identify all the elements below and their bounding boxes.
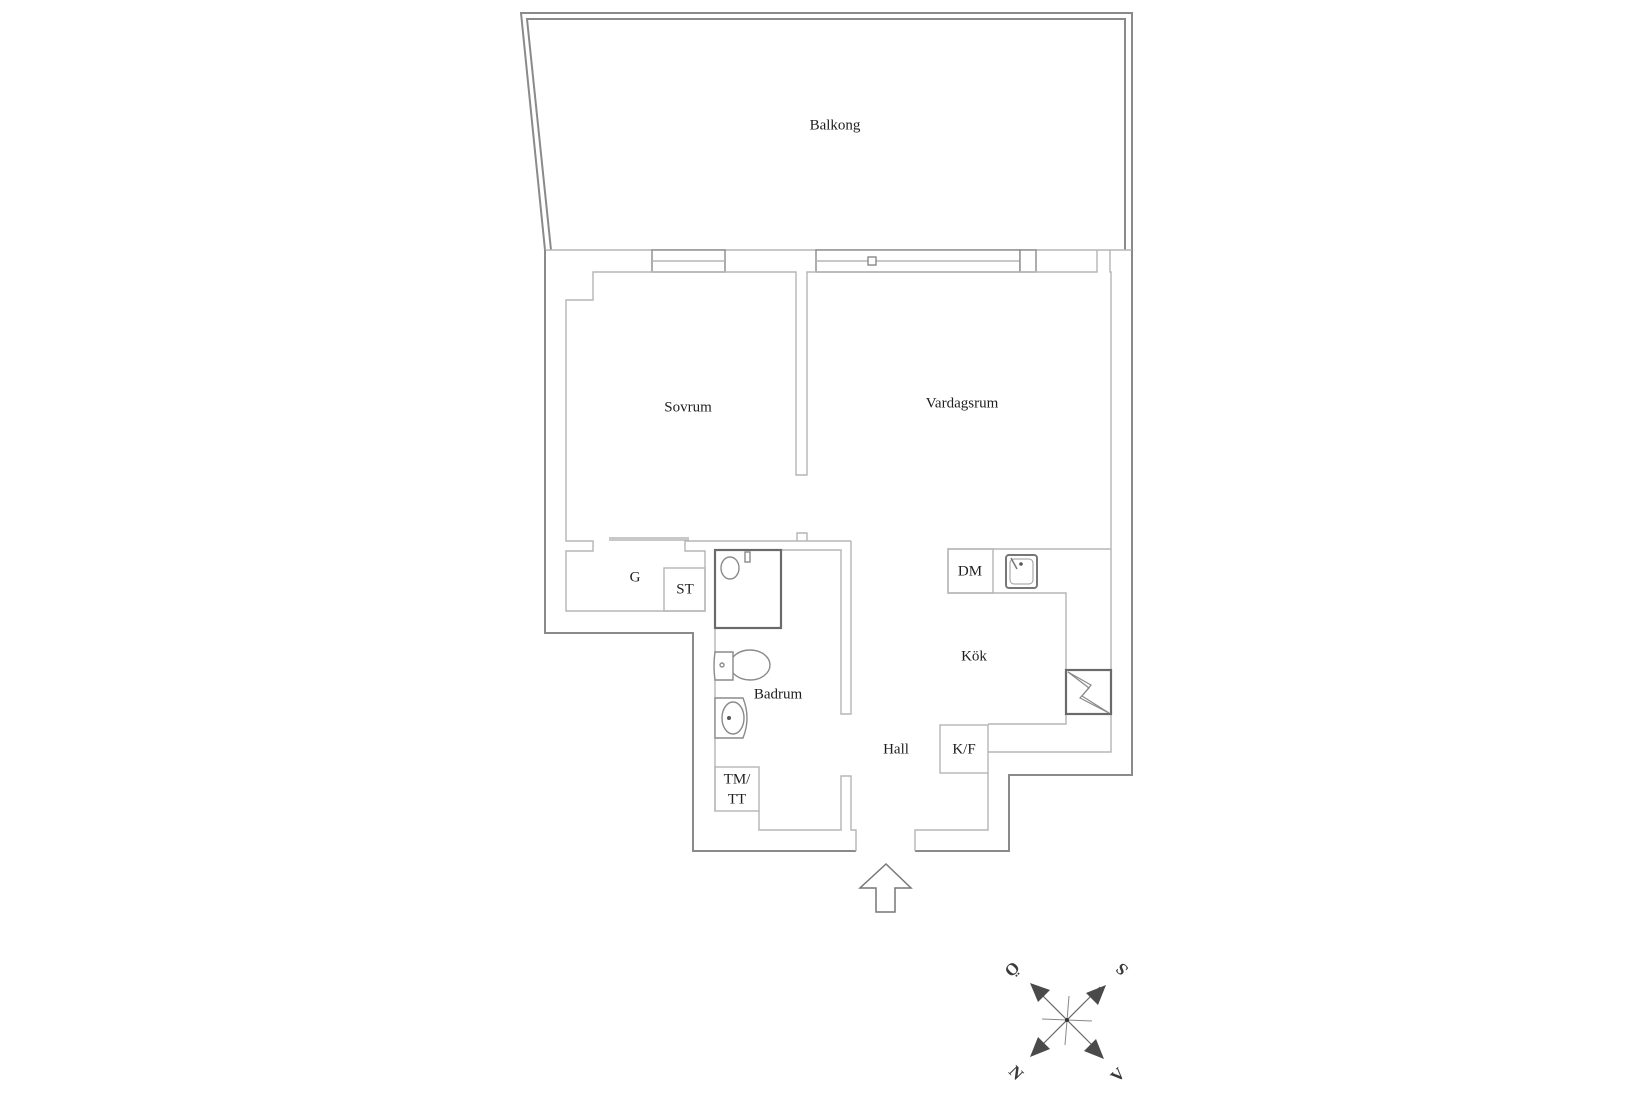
- compass-arrow-west-icon: [1084, 1039, 1104, 1059]
- compass-label-east: Ö: [1001, 958, 1024, 981]
- room-label-st: ST: [676, 581, 694, 597]
- compass: Ö S N V: [1001, 958, 1132, 1086]
- room-label-kok: Kök: [961, 648, 987, 664]
- shower-drain: [720, 556, 740, 580]
- fridge-freezer: [939, 724, 989, 774]
- label-kf: K/F: [952, 741, 975, 757]
- dishwasher: [947, 548, 994, 594]
- toilet-icon: [713, 649, 771, 681]
- compass-arrow-south-icon: [1086, 985, 1106, 1005]
- room-label-garderob: G: [630, 569, 641, 585]
- label-dm: DM: [958, 563, 982, 579]
- compass-label-west: V: [1107, 1063, 1130, 1086]
- room-label-balkong: Balkong: [810, 117, 861, 133]
- room-label-badrum: Badrum: [754, 686, 803, 702]
- st-cabinet: [663, 567, 706, 612]
- kitchen: DM K/F: [939, 548, 1113, 774]
- interior-walls: [565, 250, 1112, 851]
- room-label-vardagsrum: Vardagsrum: [926, 395, 999, 411]
- compass-arrow-east-icon: [1030, 983, 1050, 1002]
- balcony-outer-railing: [519, 12, 1133, 251]
- balcony: Balkong: [519, 12, 1133, 251]
- balcony-inner-railing: [525, 18, 1126, 251]
- room-label-sovrum: Sovrum: [664, 399, 712, 415]
- entrance-arrow-icon: [858, 862, 913, 913]
- sink-icon: [714, 697, 748, 739]
- compass-label-north: N: [1005, 1062, 1028, 1085]
- window-frame-pillar: [1019, 249, 1037, 273]
- window-handle: [867, 256, 877, 266]
- stove-icon: [1064, 668, 1113, 716]
- washer-dryer: [714, 766, 760, 812]
- windows: [651, 249, 1037, 273]
- kitchen-sink-icon: [1005, 554, 1038, 589]
- label-tm: TM/: [724, 771, 752, 787]
- compass-arrow-north-icon: [1030, 1037, 1050, 1057]
- room-label-hall: Hall: [883, 741, 909, 757]
- bathroom-fixtures: TM/ TT: [713, 548, 783, 812]
- shower-head: [744, 551, 751, 563]
- label-tt: TT: [728, 791, 746, 807]
- compass-label-south: S: [1112, 959, 1132, 979]
